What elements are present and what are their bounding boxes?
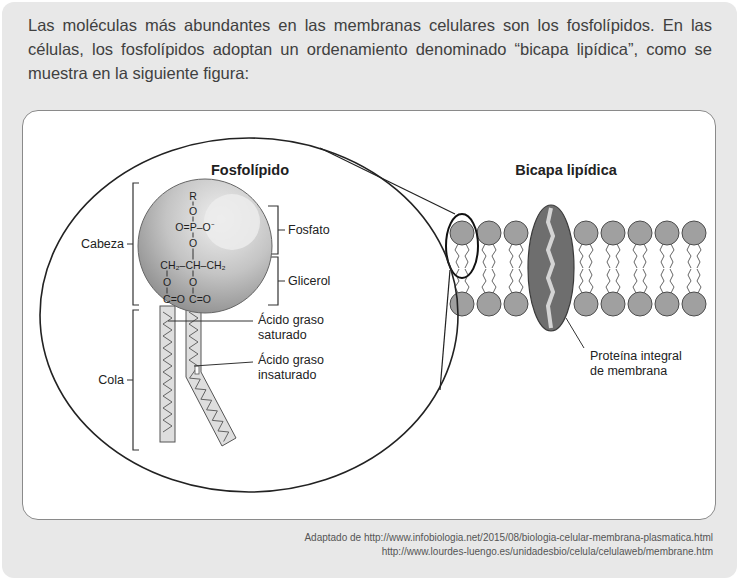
tail-zigzag (163, 312, 172, 432)
chemical-bond (193, 249, 194, 260)
chemical-formula: O (163, 277, 171, 288)
lipid-head (504, 221, 528, 245)
double-bond-mark (195, 366, 199, 374)
lipid-head (628, 292, 652, 316)
chemical-formula: O (189, 277, 197, 288)
lipid-tail (670, 269, 674, 293)
source-credit: Adaptado de http://www.infobiologia.net/… (304, 530, 713, 545)
lipid-tail (687, 244, 691, 268)
lipid-head (601, 292, 625, 316)
lipid-tail (643, 269, 647, 293)
lipid-head (450, 221, 474, 245)
membrane-protein (528, 205, 574, 331)
chemical-formula: CH₂–CH–CH₂ (160, 260, 225, 271)
lipid-tail (697, 269, 701, 293)
lipid-tail (589, 269, 593, 293)
lipid-tail (589, 244, 593, 268)
lipid-tail (492, 244, 496, 268)
chemical-formula: C=O (189, 294, 211, 305)
unsaturated-tail (186, 306, 236, 446)
part-label: Ácido graso saturado (258, 313, 338, 343)
lipid-head (655, 221, 679, 245)
lipid-tail (465, 269, 469, 293)
part-label: Fosfato (288, 223, 330, 238)
chemical-formula: C=O (163, 294, 185, 305)
lipid-tail (606, 269, 610, 293)
part-label: Cabeza (81, 237, 124, 252)
chemical-bond (193, 288, 194, 294)
lipid-tail (633, 269, 637, 293)
zoom-line (440, 270, 450, 390)
phospholipid-head: ROO=P–O⁻OCH₂–CH–CH₂OOC=OC=O (137, 178, 273, 314)
lipid-tail (633, 244, 637, 268)
tail-bracket (127, 310, 139, 450)
lipid-head (450, 292, 474, 316)
lipid-tail (606, 244, 610, 268)
lipid-tail (509, 269, 513, 293)
lipid-head (477, 292, 501, 316)
zoom-outline (40, 138, 458, 492)
intro-text: Las moléculas más abundantes en las memb… (28, 13, 712, 85)
leader-line (194, 362, 253, 366)
chemical-formula: O=P–O⁻ (175, 222, 214, 233)
lipid-tail (579, 269, 583, 293)
chemical-formula: O (189, 206, 197, 217)
zoom-circle: ROO=P–O⁻OCH₂–CH–CH₂OOC=OC=OFosfolípido (39, 137, 459, 493)
lipid-tail (660, 244, 664, 268)
part-label: Ácido graso insaturado (258, 353, 338, 383)
lipid-tail (697, 244, 701, 268)
zoom-circle-outline (39, 137, 459, 493)
lipid-head (628, 221, 652, 245)
lipid-head (504, 292, 528, 316)
head-bracket (127, 183, 139, 305)
lipid-tail (455, 244, 459, 268)
lipid-head (682, 221, 706, 245)
head-sphere (138, 179, 272, 313)
chemical-bond (193, 271, 194, 277)
lipid-tail (616, 244, 620, 268)
protein-channel (548, 208, 553, 328)
chemical-bond (167, 288, 168, 294)
lipid-head (601, 221, 625, 245)
saturated-tail (160, 306, 175, 442)
lipid-tail (509, 244, 513, 268)
glycerol-bracket (268, 257, 285, 305)
lipid-head (574, 292, 598, 316)
lipid-tail (643, 244, 647, 268)
lipid-head (682, 292, 706, 316)
figure-heading: Fosfolípido (211, 163, 289, 178)
source-credit: http://www.lourdes-luengo.es/unidadesbio… (382, 544, 713, 559)
lipid-tail (465, 244, 469, 268)
chemical-bond (193, 233, 194, 238)
lipid-tail (482, 269, 486, 293)
lipid-tail (482, 244, 486, 268)
part-label: Cola (98, 373, 124, 388)
tail-zigzag (189, 312, 229, 442)
chemical-bond (167, 271, 168, 277)
part-label: Glicerol (288, 274, 330, 289)
lipid-tail (492, 269, 496, 293)
figure-heading: Bicapa lipídica (515, 163, 617, 178)
lipid-tail (660, 269, 664, 293)
lipid-head (655, 292, 679, 316)
lipid-tail (670, 244, 674, 268)
lipid-tail (616, 269, 620, 293)
part-label: Proteína integral de membrana (590, 349, 690, 379)
leader-line (168, 321, 253, 322)
lipid-tail (519, 244, 523, 268)
lipid-tail (579, 244, 583, 268)
lipid-head (477, 221, 501, 245)
chemical-formula: O (189, 238, 197, 249)
zoom-line (320, 148, 455, 214)
chemical-formula: R (189, 191, 197, 202)
lipid-head (574, 221, 598, 245)
lipid-tail (519, 269, 523, 293)
lipid-tail (687, 269, 691, 293)
leader-line (566, 318, 584, 348)
chemical-bond (193, 217, 194, 222)
